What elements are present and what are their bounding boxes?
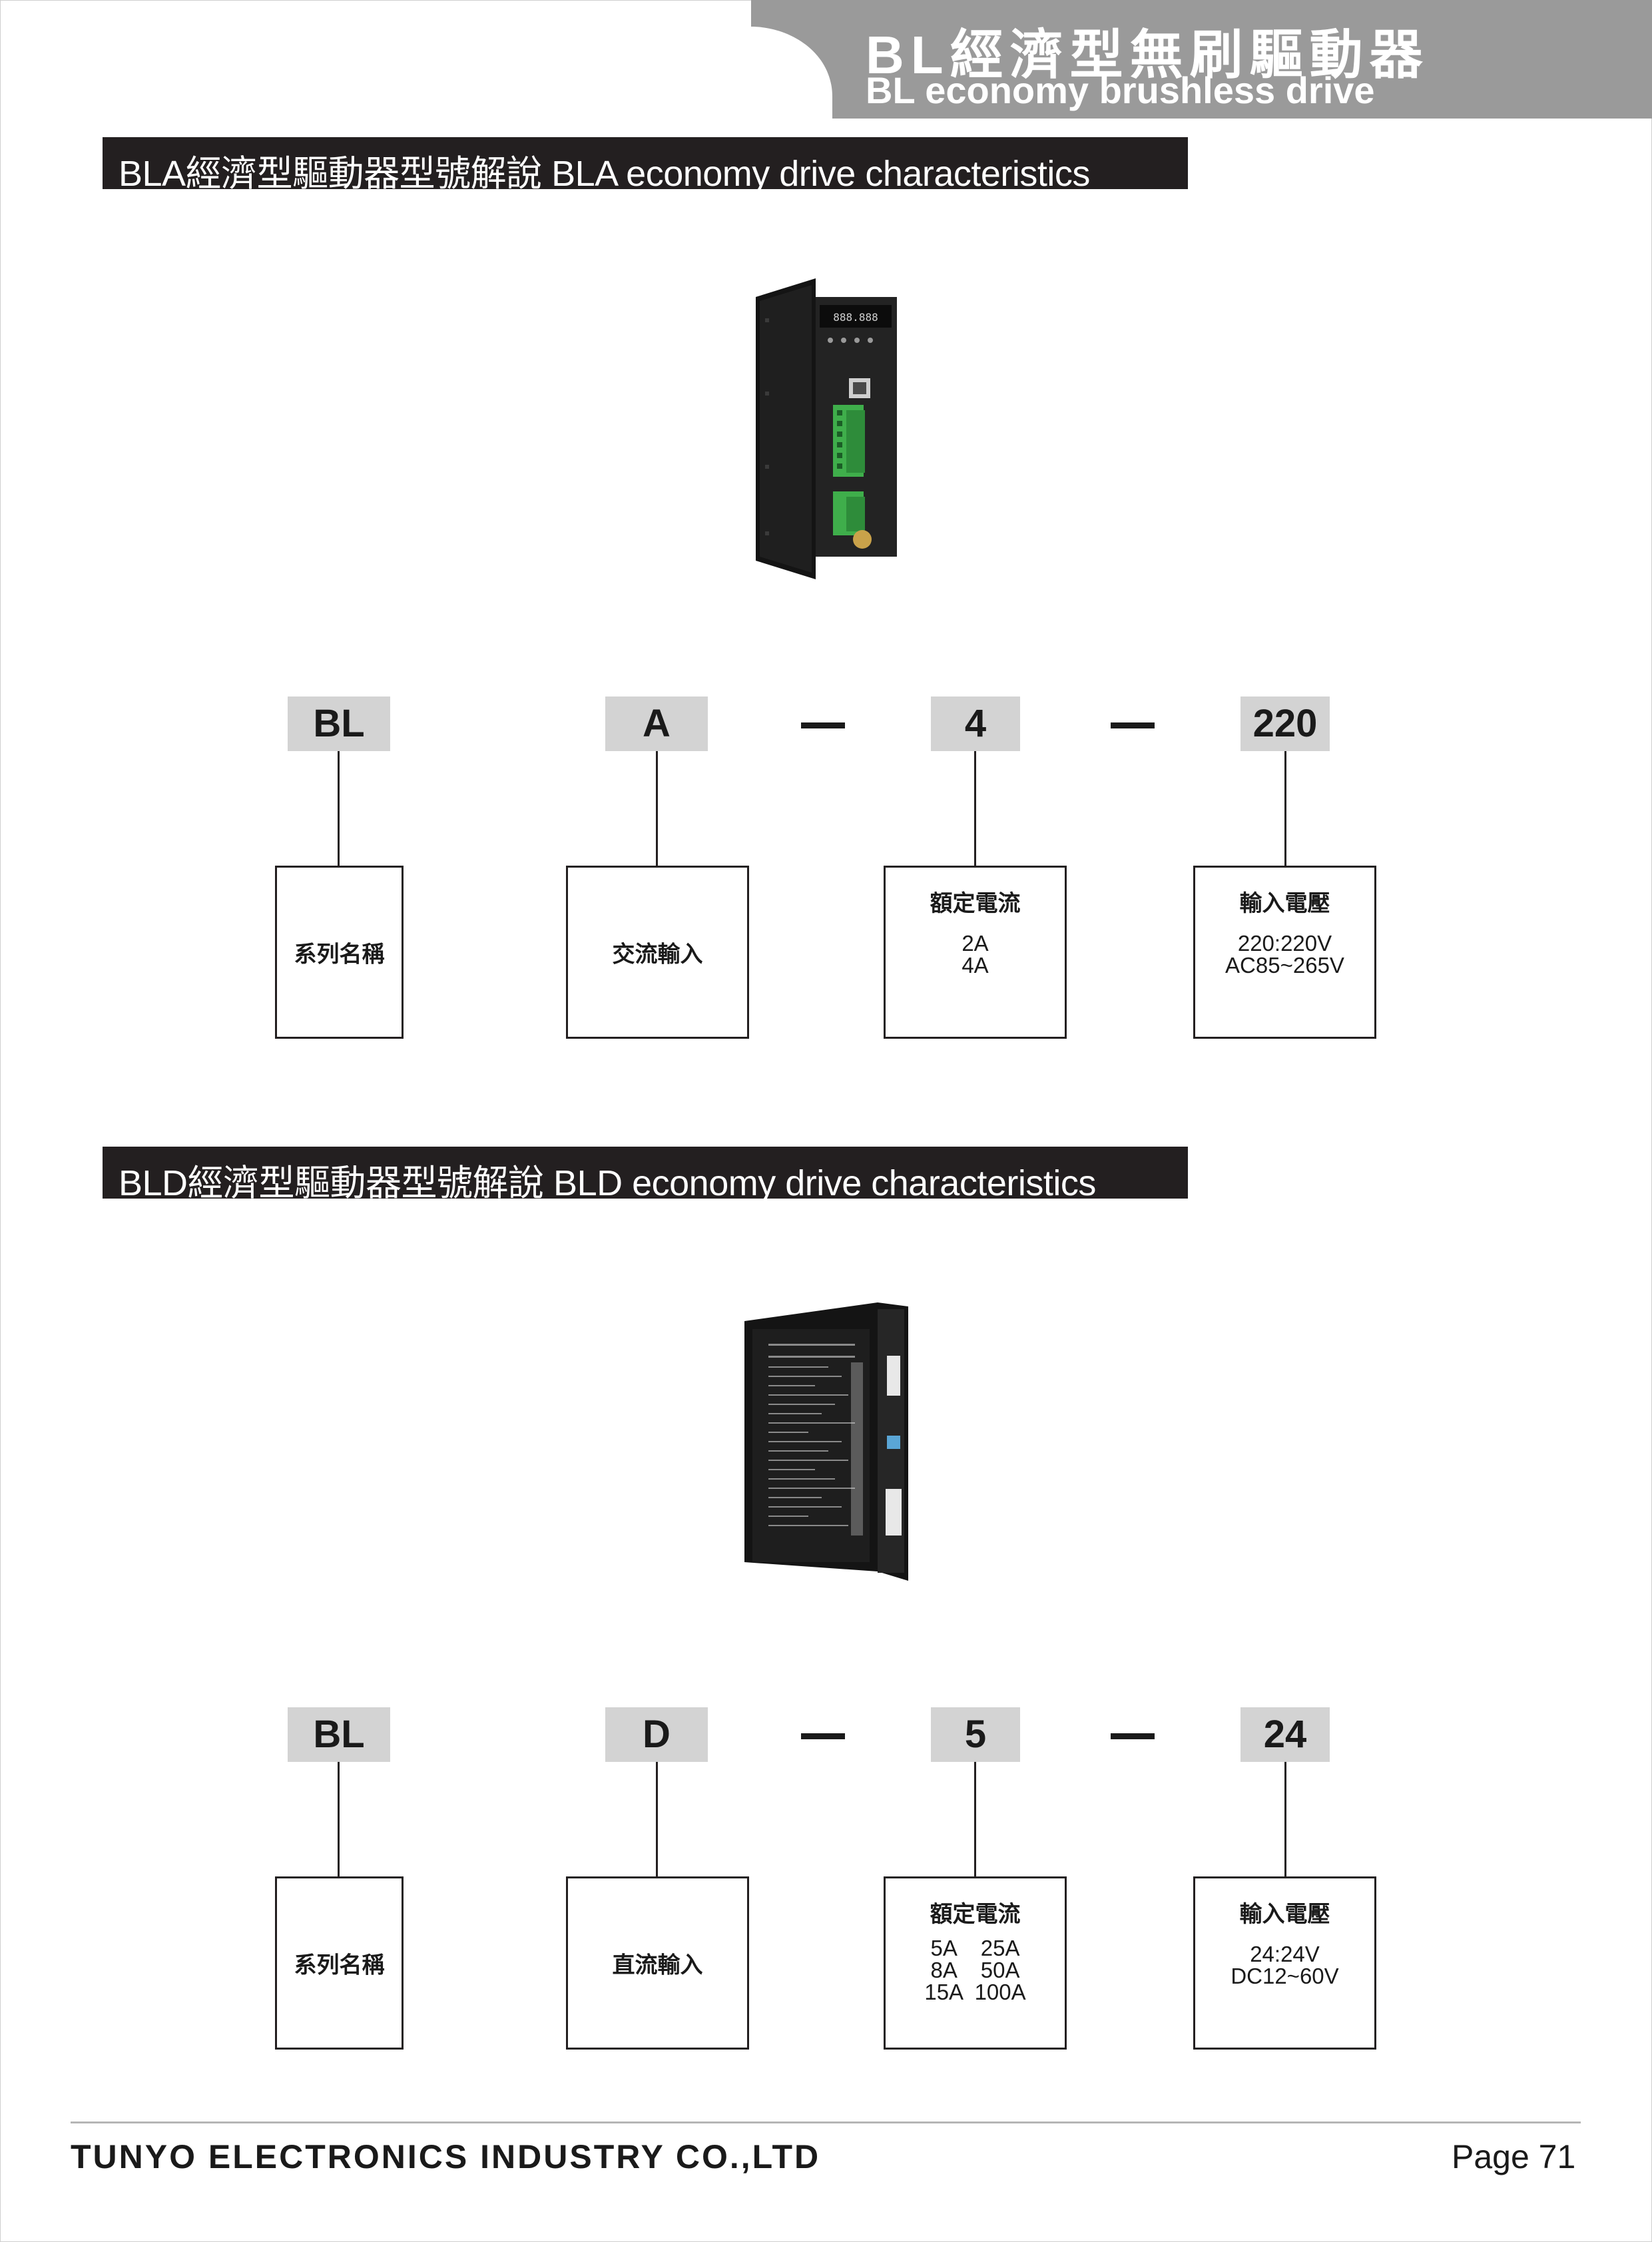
svg-text:888.888: 888.888 [833,311,878,324]
info-box-series: 系列名稱 [275,866,404,1039]
code-dash [1111,1733,1155,1739]
connector-line [656,1762,658,1878]
section-heading-bld: BLD經濟型驅動器型號解說 BLD economy drive characte… [103,1147,1188,1203]
info-box-series: 系列名稱 [275,1876,404,2050]
connector-line [338,1762,340,1878]
info-box-label: 系列名稱 [294,1952,385,1978]
header-title-en: BL economy brushless drive [866,69,1375,111]
connector-line [974,751,976,867]
connector-line [974,1762,976,1878]
info-box-line: 24:24V [1250,1942,1320,1966]
info-box-voltage: 輸入電壓 24:24V DC12~60V [1193,1876,1376,2050]
info-box-current: 額定電流 2A 4A [884,866,1067,1039]
info-box-line: 5A 25A [930,1936,1020,1960]
header-title-zh: BL經濟型無刷驅動器 [866,25,1430,85]
code-series: BL [288,1707,390,1762]
info-box-input-type: 交流輸入 [566,866,749,1039]
info-box-label: 系列名稱 [294,942,385,968]
info-box-label: 交流輸入 [612,942,703,968]
page-number: Page 71 [1452,2138,1576,2175]
connector-line [338,751,340,867]
code-dash [801,722,845,728]
bla-drive-image: 888.888 [756,278,897,579]
info-box-label: 直流輸入 [612,1952,703,1978]
footer-company: TUNYO ELECTRONICS INDUSTRY CO.,LTD [71,2138,821,2175]
code-series: BL [288,697,390,751]
connector-line [1284,751,1286,867]
code-current: 5 [931,1707,1020,1762]
connector-line [1284,1762,1286,1878]
info-box-line: AC85~265V [1225,953,1344,978]
info-box-line: DC12~60V [1231,1964,1339,1988]
info-box-title: 輸入電壓 [1239,891,1330,916]
info-box-input-type: 直流輸入 [566,1876,749,2050]
info-box-line: 220:220V [1237,931,1332,956]
footer-rule [71,2121,1581,2123]
info-box-line: 15A 100A [924,1980,1026,2004]
info-box-line: 4A [962,953,989,978]
info-box-title: 輸入電壓 [1239,1902,1330,1927]
info-box-line: 2A [962,931,989,956]
code-input-type: A [605,697,708,751]
info-box-title: 額定電流 [930,1902,1021,1927]
code-dash [801,1733,845,1739]
section-heading-text: BLA經濟型驅動器型號解說 BLA economy drive characte… [119,154,1090,194]
info-box-line: 8A 50A [930,1958,1020,1982]
code-voltage: 220 [1240,697,1330,751]
header-tab [751,0,1652,119]
info-box-title: 額定電流 [930,891,1021,916]
connector-line [656,751,658,867]
bld-drive-image [744,1302,908,1581]
code-input-type: D [605,1707,708,1762]
section-heading-text: BLD經濟型驅動器型號解說 BLD economy drive characte… [119,1163,1096,1203]
code-dash [1111,722,1155,728]
info-box-current: 額定電流 5A 25A 8A 50A 15A 100A [884,1876,1067,2050]
code-current: 4 [931,697,1020,751]
info-box-voltage: 輸入電壓 220:220V AC85~265V [1193,866,1376,1039]
section-heading-bla: BLA經濟型驅動器型號解說 BLA economy drive characte… [103,137,1188,194]
code-voltage: 24 [1240,1707,1330,1762]
